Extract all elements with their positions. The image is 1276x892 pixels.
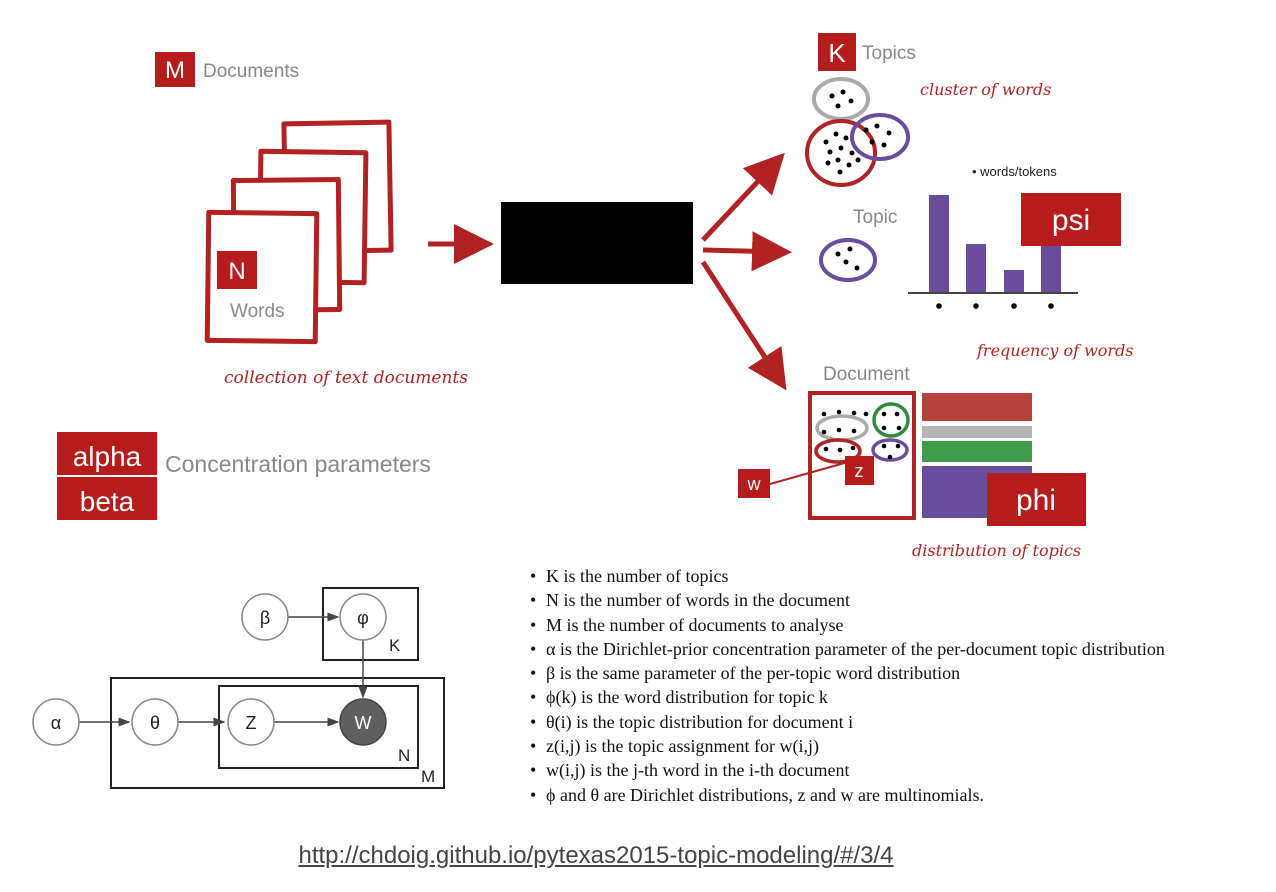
plate-m: [110, 677, 445, 789]
topics-header: K Topics cluster of words: [818, 33, 1051, 99]
plate-n: [218, 685, 419, 769]
plate-k: [322, 587, 419, 661]
topics-label: Topics: [862, 43, 916, 64]
frequency-caption: frequency of words: [976, 341, 1134, 360]
words-tokens-label: • words/tokens: [972, 164, 1057, 179]
list-item: θ(i) is the topic distribution for docum…: [530, 710, 1165, 734]
document-stack: [204, 119, 394, 345]
topic-cluster-dots: [823, 89, 892, 175]
w-node: [339, 698, 387, 746]
svg-text:Z: Z: [246, 713, 257, 733]
word-frequency-bars: [908, 195, 1078, 309]
list-item: β is the same parameter of the per-topic…: [530, 661, 1165, 685]
psi-label: psi: [1052, 204, 1090, 237]
list-item: M is the number of documents to analyse: [530, 613, 1165, 637]
alpha-node: [32, 698, 80, 746]
definitions-list: K is the number of topics N is the numbe…: [530, 564, 1165, 807]
list-item: N is the number of words in the document: [530, 588, 1165, 612]
concentration-params: alpha beta Concentration parameters: [57, 432, 431, 520]
cluster-caption: cluster of words: [920, 80, 1051, 99]
svg-text:W: W: [355, 713, 372, 733]
document-dots: [821, 409, 902, 460]
plate-m-label: M: [421, 767, 435, 786]
n-label: N: [228, 258, 245, 285]
collection-caption: collection of text documents: [224, 368, 468, 388]
k-label: K: [828, 38, 846, 68]
list-item: ϕ(k) is the word distribution for topic …: [530, 685, 1165, 709]
theta-node: [131, 698, 179, 746]
list-item: K is the number of topics: [530, 564, 1165, 588]
words-label: Words: [230, 301, 285, 322]
svg-text:β: β: [260, 608, 270, 628]
beta-label: beta: [80, 486, 135, 517]
phi-node: [339, 593, 387, 641]
document-label: Document: [823, 364, 910, 385]
phi-label: phi: [1016, 484, 1056, 517]
w-box-label: w: [747, 474, 762, 494]
documents-label: Documents: [203, 61, 299, 82]
psi-box: psi: [1021, 193, 1121, 246]
z-box-label: z: [855, 461, 864, 481]
phi-box: phi: [987, 473, 1086, 526]
w-z-labels: w z: [738, 456, 874, 498]
document-frame: [808, 391, 916, 520]
plate-n-label: N: [398, 746, 410, 765]
source-url-link[interactable]: http://chdoig.github.io/pytexas2015-topi…: [298, 842, 894, 869]
topic-label: Topic: [853, 207, 897, 228]
alpha-label: alpha: [73, 441, 142, 472]
svg-text:α: α: [51, 713, 61, 733]
svg-text:θ: θ: [150, 713, 160, 733]
single-topic-dots: [835, 246, 860, 271]
single-topic-cluster: [819, 238, 877, 282]
plate-k-label: K: [389, 636, 401, 655]
output-arrows: [700, 152, 792, 391]
z-node: [227, 698, 275, 746]
list-item: w(i,j) is the j-th word in the i-th docu…: [530, 758, 1165, 782]
plate-diagram: β φ α θ Z W K N M: [32, 587, 445, 789]
list-item: z(i,j) is the topic assignment for w(i,j…: [530, 734, 1165, 758]
document-clusters: [814, 402, 910, 464]
black-box-model: [501, 202, 693, 284]
concentration-label: Concentration parameters: [165, 451, 431, 477]
documents-header: M Documents: [155, 52, 299, 87]
list-item: ϕ and θ are Dirichlet distributions, z a…: [530, 783, 1165, 807]
n-words: N Words: [217, 251, 285, 322]
topic-clusters: [805, 77, 910, 187]
beta-node: [241, 593, 289, 641]
list-item: α is the Dirichlet-prior concentration p…: [530, 637, 1165, 661]
distribution-caption: distribution of topics: [912, 541, 1081, 560]
m-label: M: [165, 57, 185, 84]
svg-text:φ: φ: [357, 608, 369, 628]
